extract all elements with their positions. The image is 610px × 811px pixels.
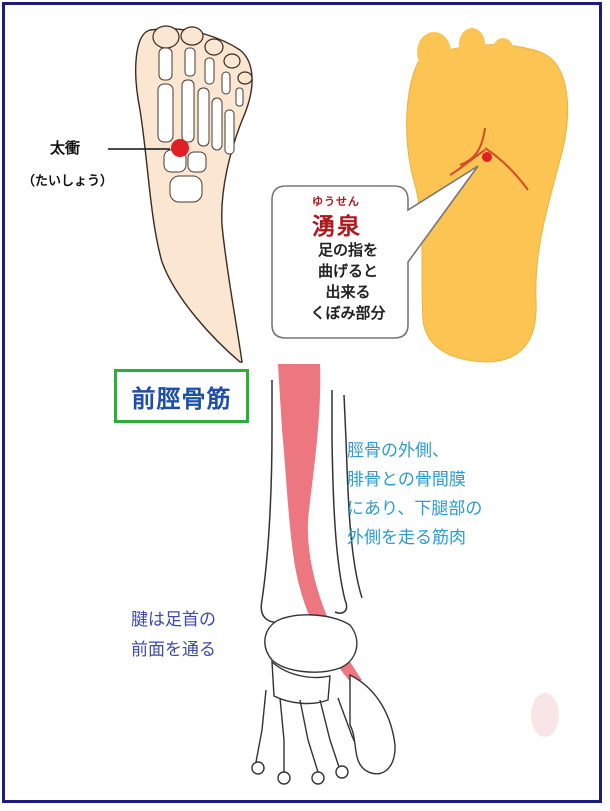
yusen-desc-line: 足の指を bbox=[317, 241, 378, 259]
muscle-name-box: 前脛骨筋 bbox=[114, 369, 249, 423]
yusen-desc-line: 曲げると bbox=[317, 262, 378, 280]
edge-shadow bbox=[531, 693, 559, 737]
muscle-desc-line: 脛骨の外側、 bbox=[347, 441, 449, 461]
yusen-label: 湧泉 bbox=[312, 213, 362, 240]
tendon-desc-line: 前面を通る bbox=[131, 640, 216, 660]
taisho-label: 太衝 bbox=[50, 139, 81, 157]
taisho-reading: （たいしょう） bbox=[22, 174, 114, 189]
muscle-desc-line: にあり、下腿部の bbox=[347, 499, 483, 519]
plantar-foot bbox=[406, 28, 569, 363]
image-frame bbox=[2, 2, 602, 803]
yusen-point bbox=[482, 152, 492, 162]
dorsal-foot bbox=[108, 25, 253, 363]
muscle-name: 前脛骨筋 bbox=[131, 384, 232, 413]
yusen-desc-line: くぼみ部分 bbox=[310, 304, 386, 322]
yusen-reading: ゆうせん bbox=[312, 195, 360, 208]
muscle-desc-line: 外側を走る筋肉 bbox=[347, 528, 466, 548]
taisho-point bbox=[171, 139, 189, 157]
yusen-description: 足の指を 曲げると 出来る くぼみ部分 bbox=[293, 240, 403, 324]
muscle-description: 脛骨の外側、 腓骨との骨間膜 にあり、下腿部の 外側を走る筋肉 bbox=[347, 437, 482, 553]
tendon-description: 腱は足首の 前面を通る bbox=[131, 605, 216, 665]
muscle-desc-line: 腓骨との骨間膜 bbox=[347, 470, 466, 490]
tibialis-anterior-muscle bbox=[278, 364, 362, 684]
yusen-desc-line: 出来る bbox=[325, 283, 371, 301]
speech-bubble bbox=[271, 165, 479, 339]
tendon-desc-line: 腱は足首の bbox=[131, 610, 216, 630]
foot-bones bbox=[251, 614, 396, 785]
